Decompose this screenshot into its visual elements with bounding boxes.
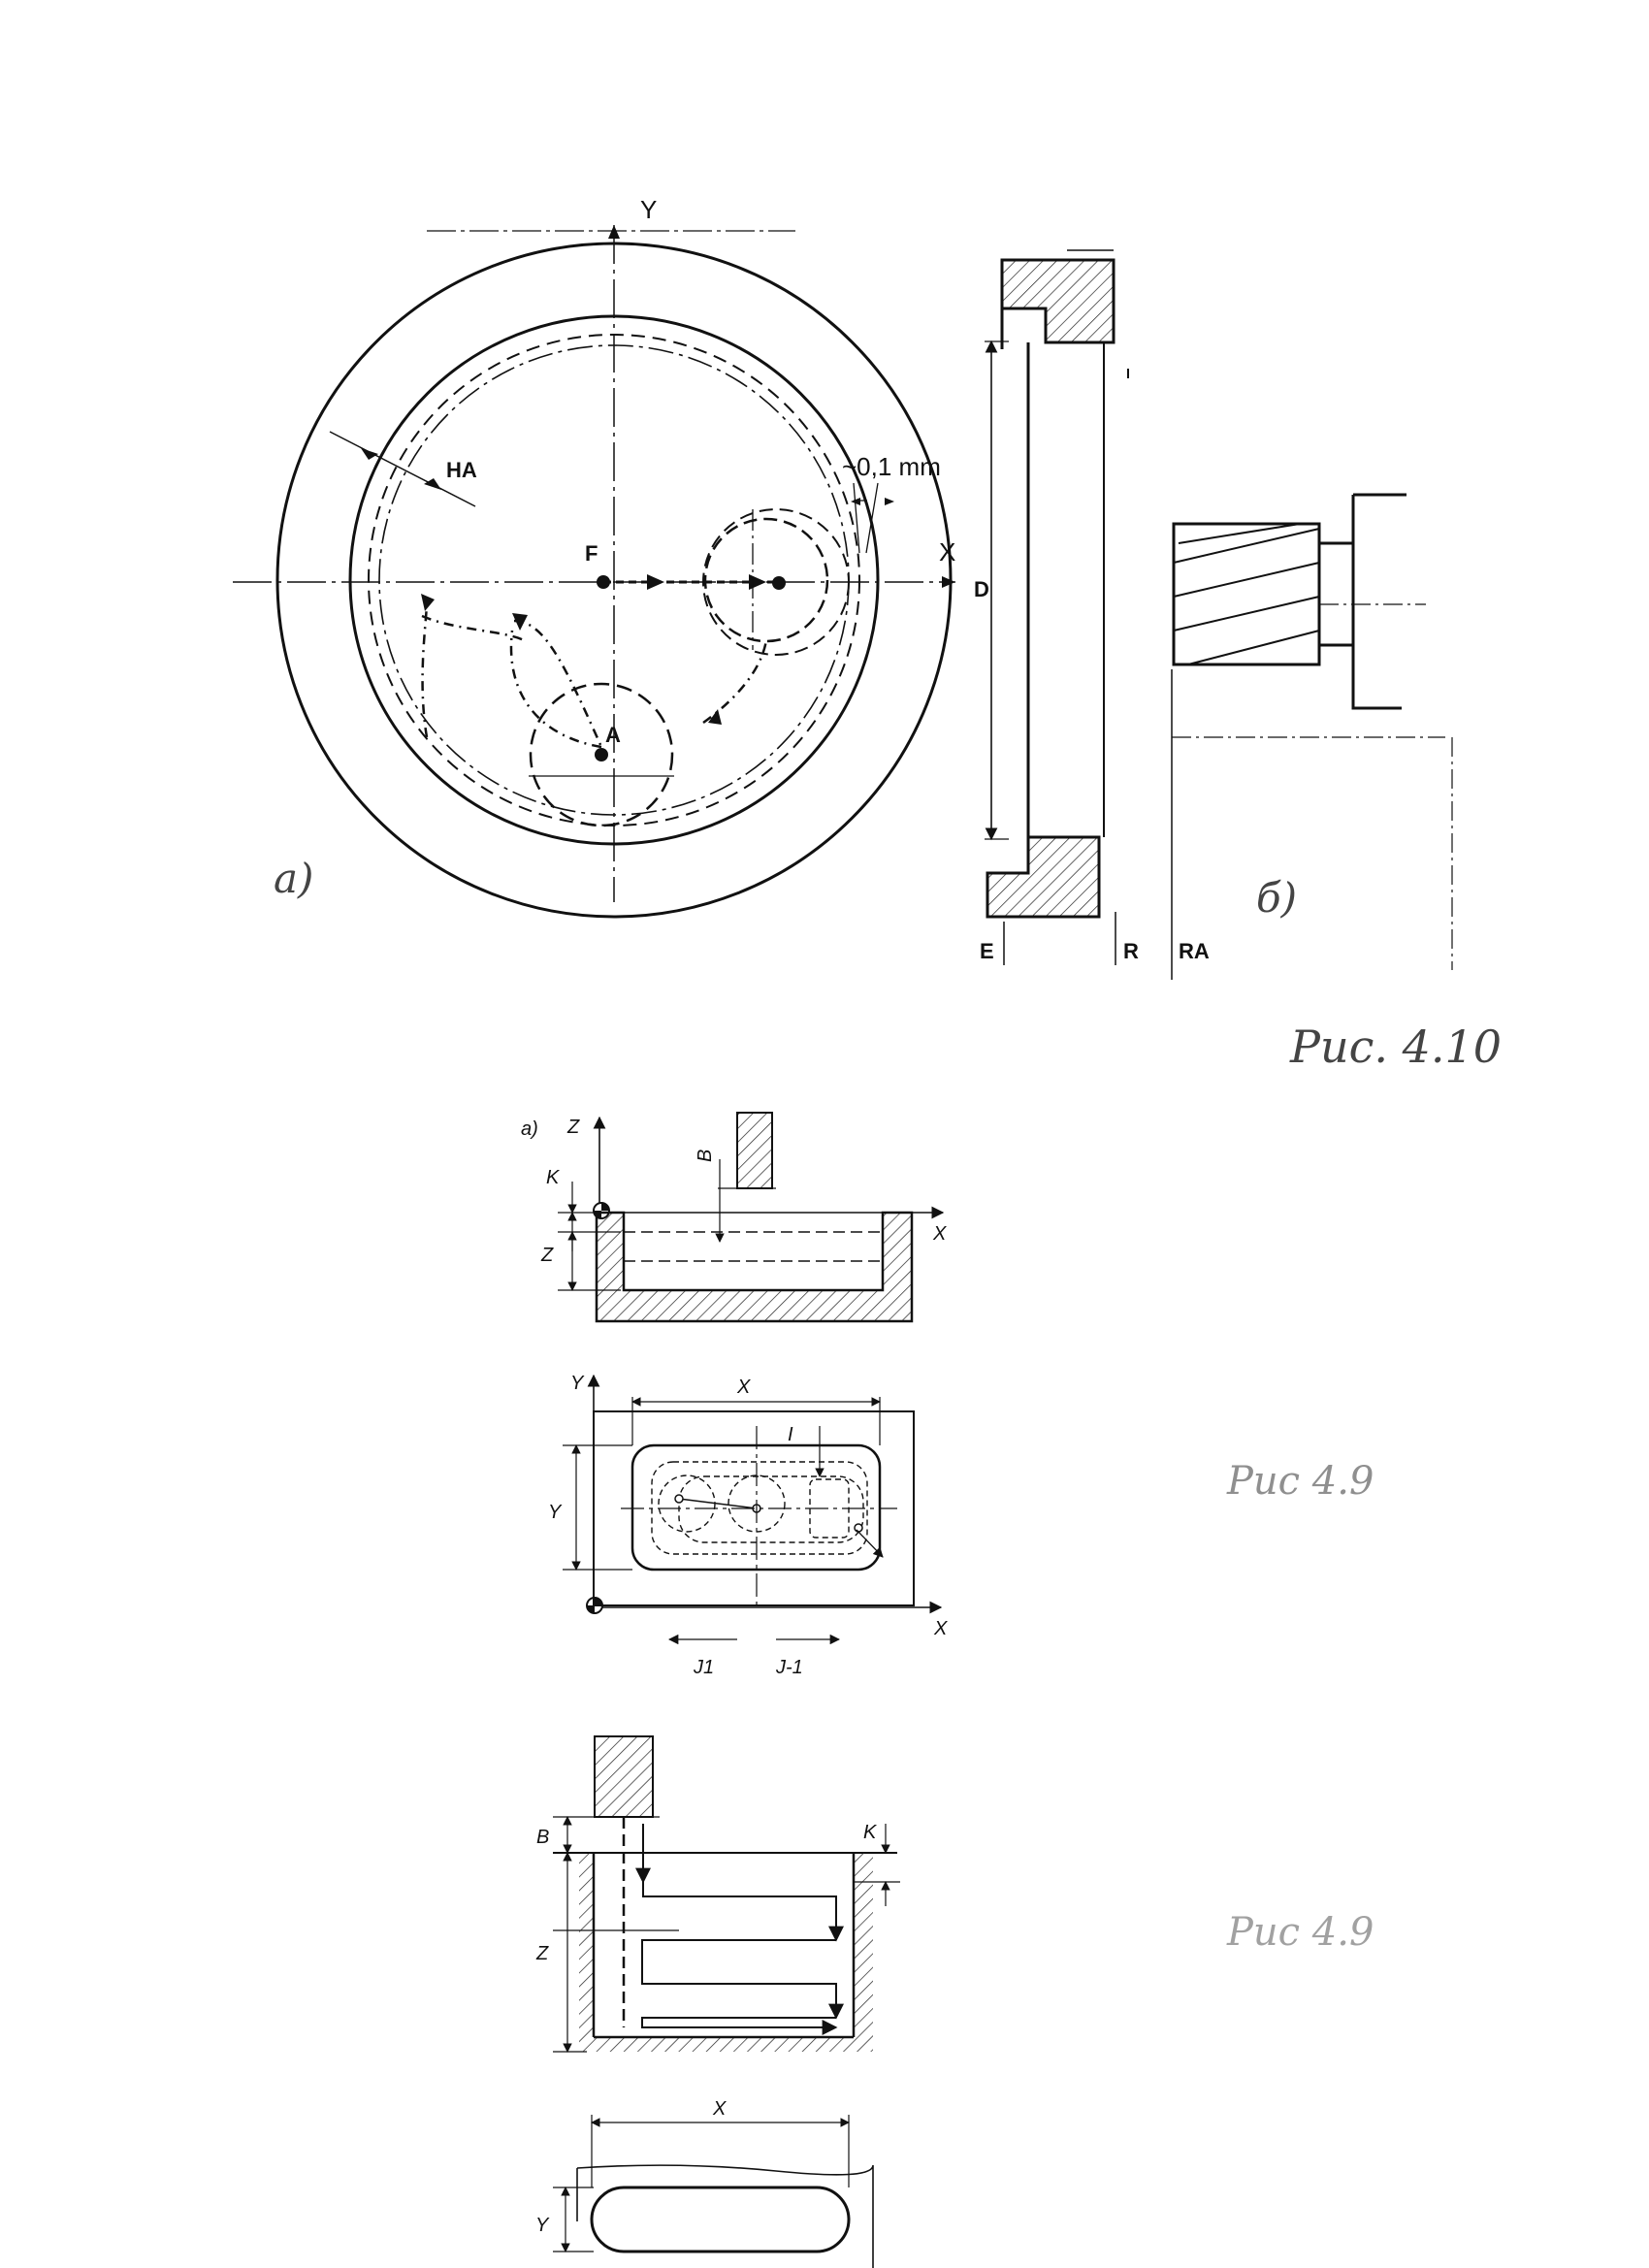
label-j-1: J-1: [775, 1657, 803, 1678]
dim-b-bottom: B: [536, 1827, 549, 1848]
fig-4-9-bottom-plan: X Y: [535, 2098, 874, 2268]
fig-4-10-panel-a: Y X HA F ~0,1 mm: [233, 195, 989, 919]
outer-circle: [275, 242, 953, 919]
axis-x-label-plan: X: [933, 1618, 948, 1639]
caption-fig-4-9-bottom: Рис 4.9: [1226, 1910, 1374, 1955]
sublabel-a-small: a): [521, 1118, 538, 1140]
fig-4-10-panel-b: E R RA б): [980, 249, 1453, 980]
sublabel-a: a): [274, 855, 313, 902]
fig-4-9-top-section: a) Z X B K Z: [521, 1112, 947, 1323]
bore-circle: [348, 314, 880, 846]
axis-z-label: Z: [566, 1117, 580, 1138]
dim-z-bottom: Z: [535, 1943, 549, 1964]
dim-i-plan: I: [788, 1424, 793, 1445]
axis-x-label-sec: X: [932, 1223, 947, 1245]
dim-y-plan: Y: [548, 1502, 563, 1523]
dim-z-top: Z: [540, 1245, 554, 1266]
r-label: R: [1123, 939, 1139, 963]
clearance-label: ~0,1 mm: [842, 452, 941, 481]
e-label: E: [980, 939, 994, 963]
f-label: F: [585, 541, 598, 566]
sublabel-b: б): [1256, 874, 1297, 922]
fig-4-9-top-plan: Y X X Y I J1 J-1: [548, 1373, 948, 1678]
axis-y-label: Y: [640, 195, 657, 224]
label-j1: J1: [693, 1657, 714, 1678]
caption-fig-4-10: Рис. 4.10: [1289, 1021, 1502, 1073]
a-label: A: [605, 723, 621, 747]
dim-x-plan: X: [736, 1377, 751, 1398]
caption-fig-4-9-top: Рис 4.9: [1226, 1459, 1374, 1504]
axis-y-label-plan: Y: [570, 1373, 585, 1394]
dim-k-bottom: K: [863, 1822, 878, 1843]
dim-k-top: K: [546, 1167, 561, 1188]
fig-4-9-bottom-section: B Z K: [535, 1735, 900, 2053]
ra-label: RA: [1179, 939, 1210, 963]
axis-x-label: X: [939, 537, 955, 567]
dim-x-bottom: X: [712, 2098, 727, 2120]
ha-label: HA: [446, 458, 477, 482]
dim-b-top: B: [695, 1150, 716, 1162]
dim-y-bottom: Y: [535, 2215, 550, 2236]
d-label: D: [974, 577, 989, 601]
